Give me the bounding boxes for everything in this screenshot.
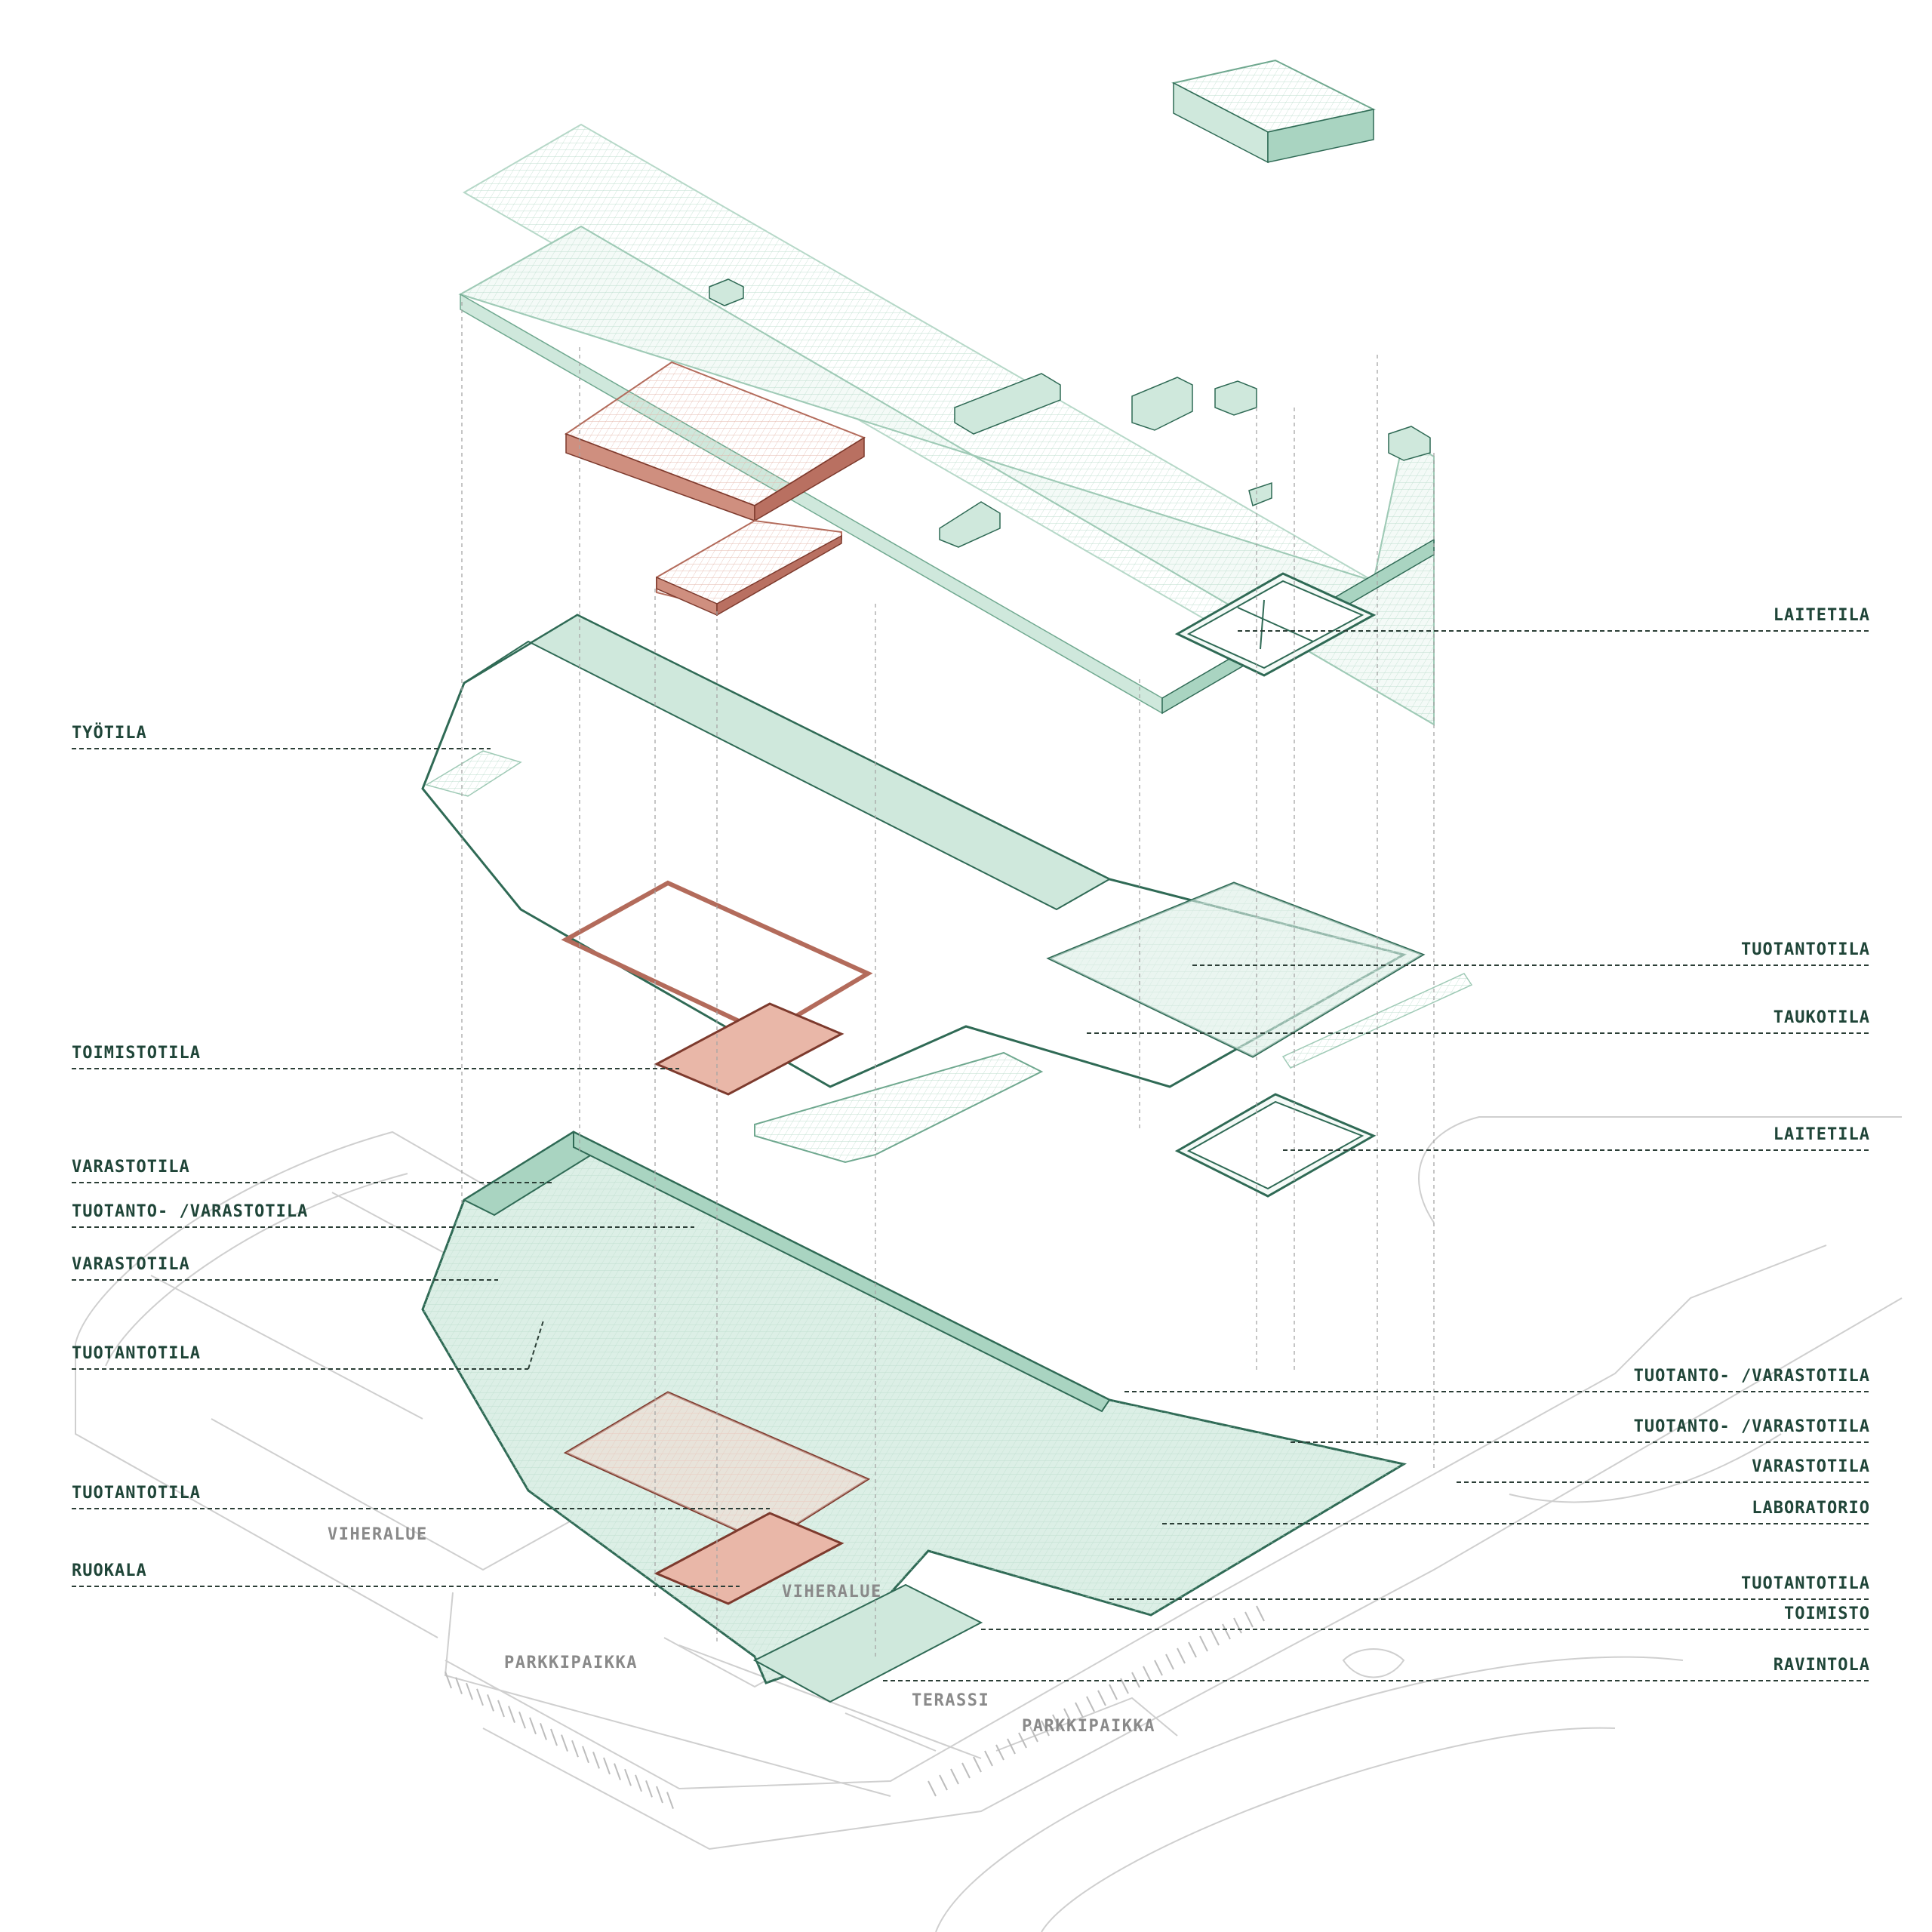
parking-stripe [635, 1774, 642, 1792]
parking-stripe [1256, 1605, 1265, 1622]
parking-stripe [645, 1780, 653, 1798]
room-label-right: TUOTANTO- /VARASTOTILA [1634, 1417, 1870, 1436]
room-label-right: LAITETILA [1774, 1125, 1870, 1144]
room-label-right: RAVINTOLA [1774, 1656, 1870, 1675]
room-label-left: TUOTANTO- /VARASTOTILA [72, 1202, 308, 1221]
projection-lines [461, 302, 1435, 1660]
parking-stripe [1199, 1635, 1208, 1652]
ground-floor [421, 1131, 1407, 1703]
parking-stripe [1143, 1666, 1152, 1682]
site-label: VIHERALUE [782, 1583, 882, 1601]
parking-stripe [624, 1768, 632, 1786]
room-label-right: TOIMISTO [1784, 1604, 1870, 1623]
parking-stripe [571, 1740, 579, 1758]
parking-stripe [666, 1792, 674, 1809]
room-label-left: TUOTANTOTILA [72, 1344, 201, 1363]
room-label-right: TUOTANTOTILA [1741, 940, 1870, 959]
parking-stripe [455, 1677, 463, 1694]
parking-stripe [1086, 1696, 1095, 1712]
middle-floor [421, 614, 1473, 1198]
parking-stripe [550, 1728, 558, 1746]
parking-stripe [1244, 1611, 1254, 1628]
parking-stripe [939, 1774, 948, 1791]
parking-stripe [540, 1723, 547, 1740]
parking-stripes [445, 1605, 1265, 1809]
parking-stripe [1018, 1732, 1027, 1749]
room-label-right: VARASTOTILA [1752, 1457, 1870, 1476]
parking-stripe [518, 1711, 526, 1729]
parking-stripe [1188, 1641, 1197, 1658]
room-label-left: TUOTANTOTILA [72, 1484, 201, 1503]
parking-stripe [582, 1746, 589, 1764]
parking-stripe [614, 1763, 621, 1780]
parking-stripe [603, 1757, 611, 1775]
parking-stripe [1007, 1738, 1016, 1755]
room-label-left: VARASTOTILA [72, 1255, 190, 1274]
site-label: PARKKIPAIKKA [1022, 1717, 1155, 1736]
parking-stripe [476, 1688, 484, 1706]
parking-stripe [973, 1756, 982, 1773]
parking-stripe [1063, 1708, 1072, 1724]
room-label-left: TOIMISTOTILA [72, 1044, 201, 1063]
room-label-right: TUOTANTOTILA [1741, 1574, 1870, 1593]
room-label-left: RUOKALA [72, 1561, 147, 1580]
parking-stripe [995, 1744, 1004, 1761]
parking-stripe [1177, 1647, 1186, 1664]
parking-stripe [1233, 1617, 1242, 1634]
parking-stripe [508, 1706, 515, 1723]
parking-stripe [1052, 1714, 1061, 1730]
parking-stripe [466, 1682, 473, 1700]
room-label-right: LABORATORIO [1752, 1499, 1870, 1518]
parking-stripe [487, 1694, 494, 1712]
parking-stripe [1120, 1678, 1129, 1694]
site-label: PARKKIPAIKKA [504, 1654, 638, 1672]
room-label-left: TYÖTILA [72, 723, 147, 743]
parking-stripe [656, 1786, 663, 1804]
parking-stripe [1165, 1654, 1174, 1670]
room-label-right: TUOTANTO- /VARASTOTILA [1634, 1367, 1870, 1386]
parking-stripe [961, 1762, 971, 1779]
room-label-right: TAUKOTILA [1774, 1008, 1870, 1027]
parking-stripe [445, 1671, 452, 1689]
parking-stripe [950, 1768, 959, 1785]
site-label: VIHERALUE [328, 1525, 428, 1544]
parking-stripe [1211, 1629, 1220, 1646]
parking-stripe [1041, 1720, 1050, 1737]
parking-stripe [497, 1700, 505, 1718]
parking-stripe [529, 1717, 537, 1735]
parking-stripe [1075, 1702, 1084, 1718]
room-label-right: LAITETILA [1774, 606, 1870, 625]
parking-stripe [561, 1734, 568, 1752]
parking-stripe [1109, 1684, 1118, 1700]
parking-stripe [1154, 1660, 1163, 1676]
leader-tail-left-5 [528, 1320, 544, 1370]
parking-stripe [984, 1750, 993, 1767]
parking-stripe [928, 1780, 937, 1797]
parking-stripe [1222, 1623, 1231, 1640]
parking-stripe [592, 1752, 600, 1769]
roof-level [458, 59, 1435, 726]
parking-stripe [1029, 1726, 1038, 1743]
parking-stripe [1097, 1690, 1106, 1706]
site-label: TERASSI [912, 1691, 989, 1710]
room-label-left: VARASTOTILA [72, 1158, 190, 1177]
